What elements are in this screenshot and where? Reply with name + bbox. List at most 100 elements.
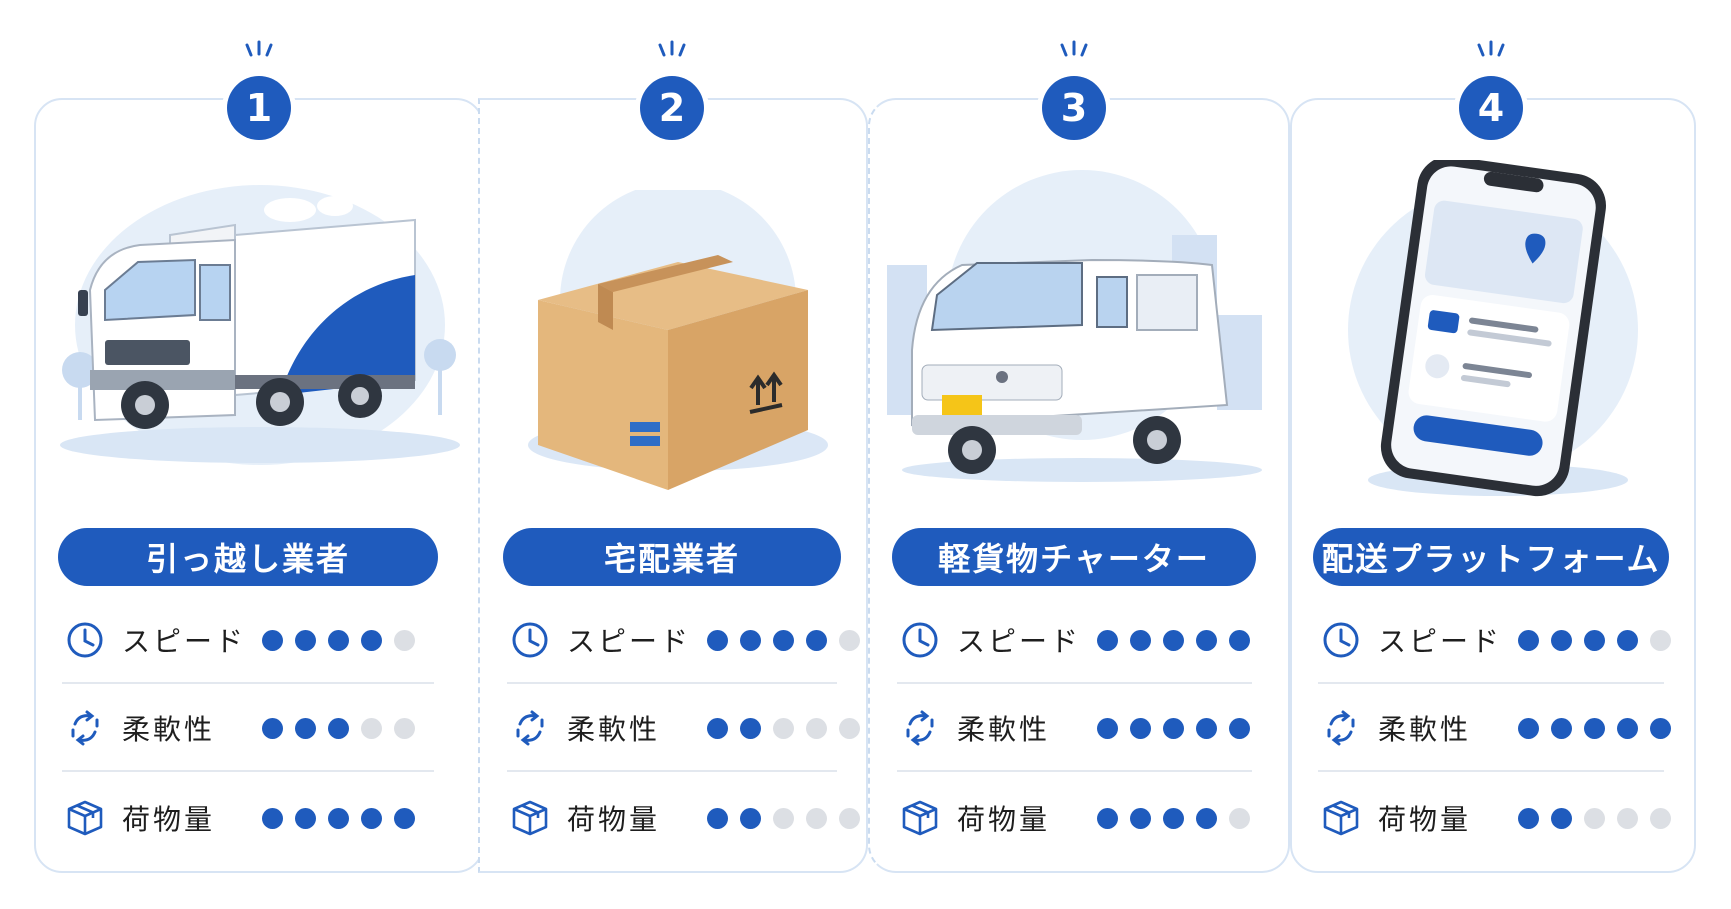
- number-badge-1: 1: [219, 40, 299, 140]
- clock-icon: [1318, 617, 1364, 663]
- number-badge-label: 2: [640, 76, 704, 140]
- rating-label: 柔軟性: [1378, 713, 1472, 746]
- number-badge-2: 2: [632, 40, 712, 140]
- rating-dot-filled: [1163, 807, 1184, 829]
- rating-dot-empty: [839, 717, 860, 739]
- card-title: 配送プラットフォーム: [1313, 528, 1669, 586]
- rating-dots: [262, 629, 415, 651]
- rating-dot-filled: [1584, 717, 1605, 739]
- rating-label: 荷物量: [122, 803, 216, 836]
- rating-dots: [1097, 629, 1250, 651]
- number-badge-3: 3: [1034, 40, 1114, 140]
- box-3d-icon: [1318, 795, 1364, 841]
- row-divider: [507, 682, 837, 684]
- clock-icon: [897, 617, 943, 663]
- rating-dots: [1518, 629, 1671, 651]
- rating-dot-empty: [806, 807, 827, 829]
- rating-dot-filled: [707, 807, 728, 829]
- rating-dots: [262, 807, 415, 829]
- rating-dot-filled: [1196, 717, 1217, 739]
- rating-dot-filled: [1551, 717, 1572, 739]
- arrows-exchange-icon: [897, 705, 943, 751]
- rating-dot-filled: [295, 807, 316, 829]
- card-title: 引っ越し業者: [58, 528, 438, 586]
- sparkle-icon: [658, 40, 686, 57]
- rating-dot-filled: [707, 629, 728, 651]
- rating-dot-filled: [740, 807, 761, 829]
- rating-row-flexibility: 柔軟性: [1318, 698, 1671, 758]
- clock-icon: [507, 617, 553, 663]
- rating-dot-filled: [773, 629, 794, 651]
- rating-dot-filled: [1518, 629, 1539, 651]
- rating-dot-filled: [295, 717, 316, 739]
- box-3d-icon: [62, 795, 108, 841]
- rating-dot-filled: [328, 807, 349, 829]
- rating-dot-empty: [1650, 629, 1671, 651]
- rating-dot-filled: [806, 629, 827, 651]
- rating-dot-empty: [1617, 807, 1638, 829]
- row-divider: [62, 770, 434, 772]
- rating-dot-filled: [1130, 717, 1151, 739]
- rating-dot-filled: [1130, 807, 1151, 829]
- rating-dot-empty: [806, 717, 827, 739]
- rating-label: スピード: [122, 625, 247, 658]
- row-divider: [507, 770, 837, 772]
- rating-dots: [1518, 717, 1671, 739]
- rating-label: スピード: [1378, 625, 1503, 658]
- rating-row-speed: スピード: [897, 610, 1250, 670]
- rating-label: 荷物量: [1378, 803, 1472, 836]
- rating-dot-empty: [839, 807, 860, 829]
- number-badge-4: 4: [1451, 40, 1531, 140]
- rating-dots: [707, 807, 860, 829]
- rating-dot-filled: [740, 629, 761, 651]
- rating-row-capacity: 荷物量: [507, 788, 860, 848]
- rating-dot-empty: [773, 717, 794, 739]
- rating-dot-empty: [773, 807, 794, 829]
- rating-dot-filled: [1551, 807, 1572, 829]
- sparkle-icon: [245, 40, 273, 57]
- rating-dot-filled: [1551, 629, 1572, 651]
- rating-row-flexibility: 柔軟性: [897, 698, 1250, 758]
- rating-dots: [1097, 717, 1250, 739]
- rating-dot-filled: [328, 629, 349, 651]
- rating-label: スピード: [567, 625, 692, 658]
- card-title: 宅配業者: [503, 528, 841, 586]
- rating-dots: [707, 717, 860, 739]
- light-van-illustration: [887, 170, 1262, 482]
- rating-label: スピード: [957, 625, 1082, 658]
- rating-dot-filled: [1229, 629, 1250, 651]
- rating-dot-filled: [707, 717, 728, 739]
- rating-dot-filled: [262, 807, 283, 829]
- rating-dots: [262, 717, 415, 739]
- rating-dot-filled: [361, 807, 382, 829]
- rating-dot-filled: [1196, 807, 1217, 829]
- rating-row-speed: スピード: [1318, 610, 1671, 670]
- rating-label: 荷物量: [957, 803, 1051, 836]
- number-badge-label: 4: [1459, 76, 1523, 140]
- arrows-exchange-icon: [62, 705, 108, 751]
- rating-dot-empty: [1650, 807, 1671, 829]
- row-divider: [62, 682, 434, 684]
- rating-label: 柔軟性: [567, 713, 661, 746]
- cardboard-box-illustration: [528, 190, 828, 490]
- row-divider: [1318, 770, 1664, 772]
- number-badge-label: 3: [1042, 76, 1106, 140]
- sparkle-icon: [1477, 40, 1505, 57]
- rating-dot-empty: [839, 629, 860, 651]
- number-badge-label: 1: [227, 76, 291, 140]
- rating-row-speed: スピード: [507, 610, 860, 670]
- sparkle-icon: [1060, 40, 1088, 57]
- rating-dot-empty: [394, 629, 415, 651]
- arrows-exchange-icon: [1318, 705, 1364, 751]
- row-divider: [1318, 682, 1664, 684]
- rating-row-flexibility: 柔軟性: [507, 698, 860, 758]
- box-3d-icon: [897, 795, 943, 841]
- rating-row-capacity: 荷物量: [897, 788, 1250, 848]
- rating-dots: [1518, 807, 1671, 829]
- smartphone-app-illustration: [1348, 160, 1638, 497]
- rating-label: 荷物量: [567, 803, 661, 836]
- rating-dot-filled: [1518, 717, 1539, 739]
- rating-dot-filled: [262, 629, 283, 651]
- rating-row-speed: スピード: [62, 610, 415, 670]
- rating-dots: [1097, 807, 1250, 829]
